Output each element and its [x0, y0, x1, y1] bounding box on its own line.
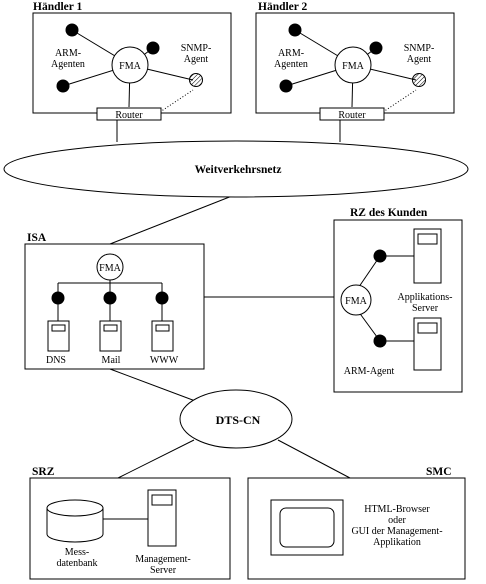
agent-dot: [51, 291, 65, 305]
agent-dot: [373, 334, 387, 348]
snmp-agent-node: [412, 73, 426, 87]
smc-text-line2: oder: [388, 515, 406, 526]
fma-node: [334, 46, 372, 84]
dtscn-srz-link: [117, 439, 195, 479]
router-box: [319, 107, 385, 121]
db-label-line2: datenbank: [56, 558, 97, 569]
haendler1-title: Händler 1: [33, 1, 83, 13]
router-label: Router: [115, 110, 143, 121]
dtscn-smc-link: [277, 439, 351, 479]
arm-agent-dot: [65, 23, 79, 37]
app-server-label-line2: Server: [412, 303, 439, 314]
router-label: Router: [338, 110, 366, 121]
haendler1-group: Händler 1 FMA ARM- Agenten SNMP- Agent R…: [32, 1, 232, 121]
monitor-screen: [279, 507, 335, 548]
mgmt-label-line1: Management-: [135, 554, 191, 565]
wan-group: Weitverkehrsnetz: [3, 140, 469, 198]
wan-isa-link: [109, 195, 233, 245]
wan-label: Weitverkehrsnetz: [195, 164, 282, 176]
snmp-label-line2: Agent: [184, 54, 209, 65]
smc-group: SMC HTML-Browser oder GUI der Management…: [247, 466, 466, 580]
server-label-www: WWW: [150, 355, 179, 366]
snmp-label-line1: SNMP-: [404, 43, 435, 54]
fma-label: FMA: [345, 296, 367, 307]
fma-node: [340, 284, 372, 316]
rz-title: RZ des Kunden: [350, 207, 428, 219]
smc-text-line1: HTML-Browser: [364, 504, 430, 515]
agent-dot: [373, 249, 387, 263]
fma-node: [96, 253, 124, 281]
app-server-label-line1: Applikations-: [398, 292, 453, 303]
db-label-line1: Mess-: [65, 547, 89, 558]
arm-agent-label: ARM-Agent: [344, 366, 395, 377]
fma-label: FMA: [99, 263, 121, 274]
snmp-label-line2: Agent: [407, 54, 432, 65]
smc-text-line4: Applikation: [373, 537, 421, 548]
haendler2-group: Händler 2 FMA ARM- Agenten SNMP- Agent R…: [255, 1, 455, 121]
agent-dot: [103, 291, 117, 305]
server-label-dns: DNS: [46, 355, 66, 366]
fma-node: [111, 46, 149, 84]
isa-dtscn-link: [109, 368, 199, 403]
snmp-agent-node: [189, 73, 203, 87]
arm-agent-dot: [279, 79, 293, 93]
dtscn-label: DTS-CN: [216, 413, 261, 427]
haendler2-title: Händler 2: [258, 1, 308, 13]
router-box: [96, 107, 162, 121]
fma-label: FMA: [342, 61, 364, 72]
wan-ellipse: [3, 140, 469, 198]
arm-agent-dot: [56, 79, 70, 93]
agent-dot: [155, 291, 169, 305]
arm-agent-dot: [369, 41, 383, 55]
dtscn-ellipse: [179, 389, 293, 449]
arm-label-line2: Agenten: [274, 59, 308, 70]
server-label-mail: Mail: [102, 355, 121, 366]
rz-group: RZ des Kunden FMA Applikations- Server A…: [333, 207, 463, 393]
smc-text-line3: GUI der Management-: [351, 526, 442, 537]
isa-title: ISA: [27, 232, 47, 244]
fma-label: FMA: [119, 61, 141, 72]
arm-label-line1: ARM-: [55, 48, 81, 59]
arm-agent-dot: [288, 23, 302, 37]
arm-agent-dot: [146, 41, 160, 55]
mgmt-label-line2: Server: [150, 565, 177, 576]
dtscn-group: DTS-CN: [179, 389, 293, 449]
database-icon: [46, 508, 104, 543]
snmp-label-line1: SNMP-: [181, 43, 212, 54]
smc-title: SMC: [426, 466, 452, 478]
arm-label-line2: Agenten: [51, 59, 85, 70]
srz-group: SRZ Mess- datenbank Management- Server: [29, 466, 231, 580]
srz-title: SRZ: [32, 466, 55, 478]
isa-group: ISA FMA DNS Mail WWW: [24, 232, 205, 370]
arm-label-line1: ARM-: [278, 48, 304, 59]
